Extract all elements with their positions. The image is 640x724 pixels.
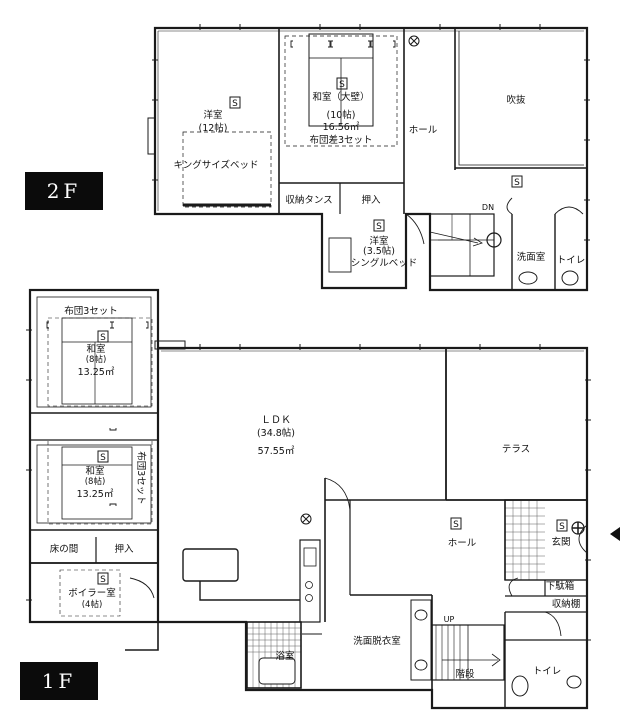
room-size: (3.5帖) bbox=[363, 245, 395, 257]
floor-badge-1f-label: 1F bbox=[41, 669, 77, 693]
room-label: シングルベッド bbox=[351, 257, 418, 269]
second-floor-labels: 洋室 (12帖) キングサイズベッド 和室（大壁） (10帖) 16.56㎡ 布… bbox=[174, 91, 586, 269]
floor-badge-1f: 1F bbox=[20, 662, 98, 700]
room-label: 布団差3セット bbox=[309, 134, 372, 146]
room-size: (34.8帖) bbox=[257, 427, 295, 439]
room-label: 洋室 bbox=[369, 235, 388, 247]
room-area: 13.25㎡ bbox=[78, 367, 115, 378]
room-label: 洗面室 bbox=[517, 251, 546, 263]
room-area: 13.25㎡ bbox=[77, 489, 114, 500]
room-label: トイレ bbox=[557, 255, 586, 266]
stair-direction-label: DN bbox=[482, 203, 494, 212]
room-label: 布団3セット bbox=[64, 305, 118, 317]
room-label: 押入 bbox=[361, 194, 381, 206]
room-label: 和室（大壁） bbox=[312, 91, 369, 103]
room-label: トイレ bbox=[533, 666, 562, 677]
room-area: 16.56㎡ bbox=[323, 122, 360, 133]
room-size: (12帖) bbox=[198, 122, 227, 134]
room-label: 洋室 bbox=[203, 109, 222, 121]
first-floor-outer-wall bbox=[158, 346, 589, 710]
room-label: ホール bbox=[409, 125, 438, 136]
s-mark: S bbox=[514, 178, 520, 188]
room-label: テラス bbox=[502, 444, 530, 455]
s-mark: S bbox=[100, 575, 106, 585]
s-mark: S bbox=[559, 522, 565, 532]
s-mark: S bbox=[376, 222, 382, 232]
room-size: (10帖) bbox=[326, 109, 355, 121]
room-label: ホール bbox=[448, 538, 477, 549]
floor-badge-2f-label: 2F bbox=[46, 179, 82, 203]
room-label: 浴室 bbox=[275, 650, 294, 662]
storage-markers: S S S S S S S S S bbox=[97, 77, 568, 585]
second-floor-plan bbox=[147, 24, 590, 292]
room-label: ボイラー室 bbox=[68, 587, 116, 599]
room-label: 収納棚 bbox=[552, 598, 581, 610]
room-label: 下駄箱 bbox=[546, 580, 575, 592]
first-floor-labels: 布団3セット 和室 (8帖) 13.25㎡ 和室 (8帖) 13.25㎡ 布団3… bbox=[50, 305, 581, 680]
s-mark: S bbox=[100, 453, 106, 463]
room-label: ＬＤＫ bbox=[261, 415, 291, 426]
room-label: 収納タンス bbox=[285, 194, 332, 206]
room-size: (4帖) bbox=[82, 599, 103, 610]
room-label: キングサイズベッド bbox=[174, 159, 259, 171]
room-label: 吹抜 bbox=[506, 94, 526, 106]
stair-direction-label: UP bbox=[444, 615, 455, 624]
room-label: 洗面脱衣室 bbox=[353, 635, 401, 647]
room-label: 和室 bbox=[86, 343, 105, 355]
room-label: 床の間 bbox=[50, 543, 79, 555]
room-size: (8帖) bbox=[86, 354, 107, 365]
room-label: 押入 bbox=[114, 543, 134, 555]
room-label-vertical: 布団3セット bbox=[135, 451, 147, 505]
room-label: 階段 bbox=[455, 668, 475, 680]
s-mark: S bbox=[232, 99, 238, 109]
s-mark: S bbox=[339, 80, 345, 90]
first-floor-plan bbox=[26, 288, 620, 710]
room-label: 玄関 bbox=[551, 536, 570, 548]
room-size: (8帖) bbox=[85, 476, 106, 487]
s-mark: S bbox=[453, 520, 459, 530]
room-label: 和室 bbox=[85, 465, 104, 477]
s-mark: S bbox=[100, 333, 106, 343]
room-area: 57.55㎡ bbox=[258, 446, 295, 457]
floor-badge-2f: 2F bbox=[25, 172, 103, 210]
